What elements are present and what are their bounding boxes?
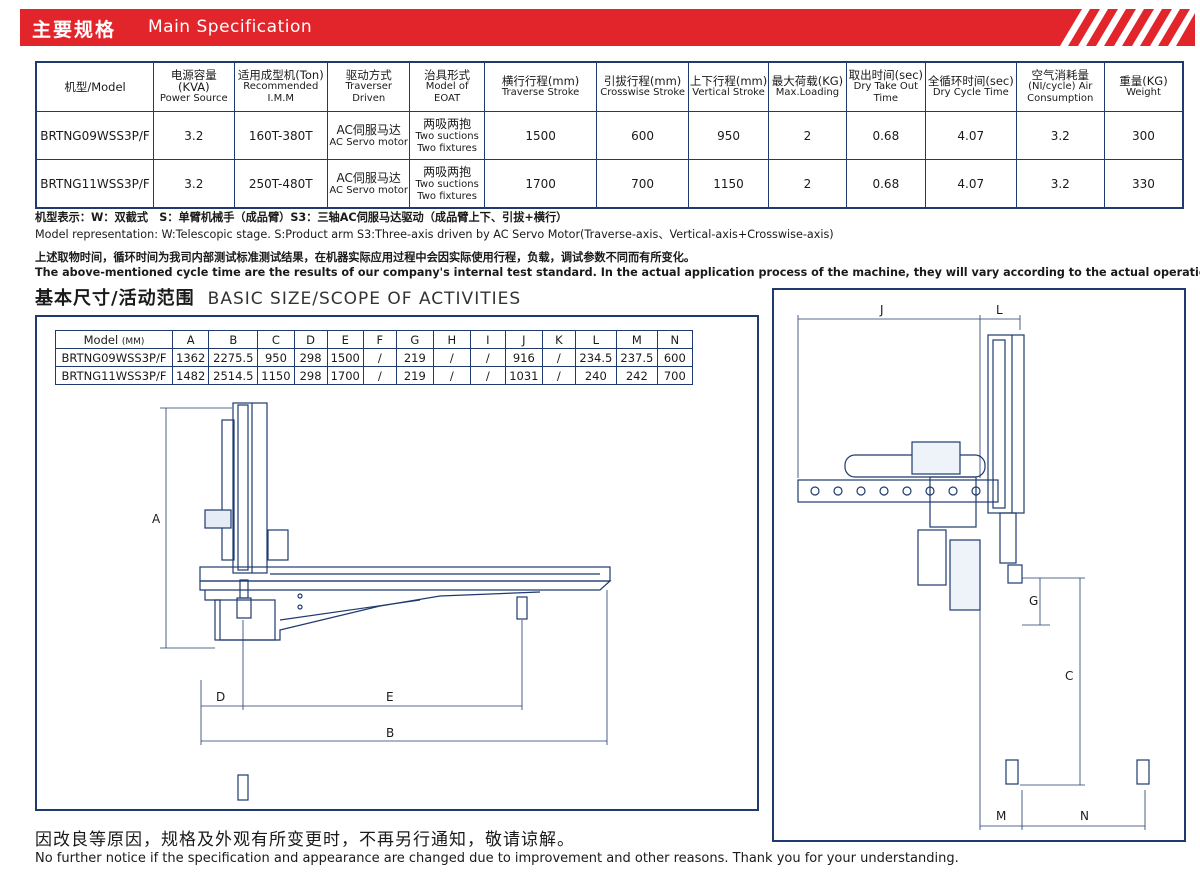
dim-cell: 916 bbox=[504, 348, 543, 367]
dim-cell: 242 bbox=[615, 366, 658, 385]
dim-header-row: Model (MM) A B C D E F G H I J K L M N bbox=[55, 330, 693, 349]
dim-label-d: D bbox=[216, 690, 225, 704]
dim-label-l: L bbox=[996, 303, 1003, 317]
dim-cell: 1362 bbox=[171, 348, 210, 367]
section-banner: 主要规格 Main Specification bbox=[20, 9, 1195, 46]
dim-header-model: Model (MM) bbox=[55, 330, 173, 349]
dim-cell: 298 bbox=[293, 366, 328, 385]
banner-background bbox=[20, 9, 1195, 46]
dimension-table: Model (MM) A B C D E F G H I J K L M N B… bbox=[55, 330, 693, 385]
spec-header: 上下行程(mm)Vertical Stroke bbox=[687, 61, 770, 112]
spec-header: 引拔行程(mm)Crosswise Stroke bbox=[596, 61, 689, 112]
dim-cell-model: BRTNG11WSS3P/F bbox=[55, 366, 173, 385]
spec-header: 机型/Model bbox=[35, 61, 155, 112]
dim-cell: 1500 bbox=[326, 348, 364, 367]
dim-label-m: M bbox=[996, 809, 1006, 823]
spec-cell: 4.07 bbox=[925, 111, 1017, 160]
banner-title-cn: 主要规格 bbox=[32, 19, 117, 41]
spec-cell: 2 bbox=[768, 111, 847, 160]
dim-cell: 1482 bbox=[171, 366, 210, 385]
spec-cell: 0.68 bbox=[845, 111, 927, 160]
dim-label-b: B bbox=[386, 726, 394, 740]
main-spec-table: 机型/Model 电源容量(KVA)Power Source 适用成型机(Ton… bbox=[35, 61, 1184, 209]
spec-header: 空气消耗量(NI/cycle) Air Consumption bbox=[1015, 61, 1105, 112]
cycle-note-en: The above-mentioned cycle time are the r… bbox=[35, 266, 1200, 279]
spec-cell-model: BRTNG09WSS3P/F bbox=[35, 111, 155, 160]
spec-header: 电源容量(KVA)Power Source bbox=[153, 61, 235, 112]
spec-cell: 950 bbox=[687, 111, 770, 160]
dim-cell: / bbox=[432, 366, 471, 385]
dim-label-n: N bbox=[1080, 809, 1089, 823]
spec-cell: 300 bbox=[1103, 111, 1184, 160]
spec-cell-model: BRTNG11WSS3P/F bbox=[35, 159, 155, 209]
spec-cell: 700 bbox=[596, 159, 689, 209]
dim-label-j: J bbox=[879, 303, 884, 317]
dim-label-c: C bbox=[1065, 669, 1073, 683]
spec-cell: 4.07 bbox=[925, 159, 1017, 209]
dim-cell: 700 bbox=[656, 366, 693, 385]
spec-header: 最大荷载(KG)Max.Loading bbox=[768, 61, 847, 112]
spec-cell: 3.2 bbox=[153, 111, 235, 160]
spec-cell: 3.2 bbox=[1015, 111, 1105, 160]
model-note-en: Model representation: W:Telescopic stage… bbox=[35, 228, 834, 241]
dim-cell: 234.5 bbox=[574, 348, 617, 367]
dim-cell: 2514.5 bbox=[208, 366, 259, 385]
spec-header-row: 机型/Model 电源容量(KVA)Power Source 适用成型机(Ton… bbox=[35, 61, 1184, 112]
footer-note-en: No further notice if the specification a… bbox=[35, 851, 959, 866]
dim-label-g: G bbox=[1029, 594, 1038, 608]
spec-header: 全循环时间(sec)Dry Cycle Time bbox=[925, 61, 1017, 112]
left-drawing-panel bbox=[35, 315, 759, 811]
dim-row: BRTNG11WSS3P/F 1482 2514.5 1150 298 1700… bbox=[55, 366, 693, 385]
spec-header: 适用成型机(Ton)Recommended I.M.M bbox=[233, 61, 329, 112]
dim-label-a: A bbox=[152, 512, 161, 526]
model-note-cn: 机型表示：W：双截式 S：单臂机械手（成品臂）S3：三轴AC伺服马达驱动（成品臂… bbox=[35, 211, 568, 224]
basic-size-title: 基本尺寸/活动范围 BASIC SIZE/SCOPE OF ACTIVITIES bbox=[35, 284, 521, 310]
dim-cell: 298 bbox=[293, 348, 328, 367]
spec-cell: 1150 bbox=[687, 159, 770, 209]
basic-size-title-cn: 基本尺寸/活动范围 bbox=[35, 288, 195, 309]
dim-label-e: E bbox=[386, 690, 394, 704]
dim-cell: 219 bbox=[395, 366, 434, 385]
dim-cell: 237.5 bbox=[615, 348, 658, 367]
spec-header: 重量(KG)Weight bbox=[1103, 61, 1184, 112]
spec-cell: 0.68 bbox=[845, 159, 927, 209]
spec-cell: 1700 bbox=[483, 159, 598, 209]
spec-cell: 250T-480T bbox=[233, 159, 329, 209]
footer-note-cn: 因改良等原因，规格及外观有所变更时，不再另行通知，敬请谅解。 bbox=[35, 830, 575, 850]
front-view-drawing: J L G C M N bbox=[797, 303, 1150, 830]
dim-cell: 1150 bbox=[257, 366, 295, 385]
dim-cell-model: BRTNG09WSS3P/F bbox=[55, 348, 173, 367]
basic-size-title-en: BASIC SIZE/SCOPE OF ACTIVITIES bbox=[207, 289, 522, 309]
cycle-note-cn: 上述取物时间，循环时间为我司内部测试标准测试结果，在机器实际应用过程中会因实际使… bbox=[35, 251, 696, 264]
dim-cell: 1700 bbox=[326, 366, 364, 385]
banner-title-en: Main Specification bbox=[148, 17, 313, 37]
side-view-drawing: A D E B bbox=[152, 402, 612, 801]
spec-cell: 330 bbox=[1103, 159, 1184, 209]
spec-cell: 3.2 bbox=[1015, 159, 1105, 209]
spec-cell: 600 bbox=[596, 111, 689, 160]
dim-cell: 240 bbox=[574, 366, 617, 385]
spec-cell: 160T-380T bbox=[233, 111, 329, 160]
